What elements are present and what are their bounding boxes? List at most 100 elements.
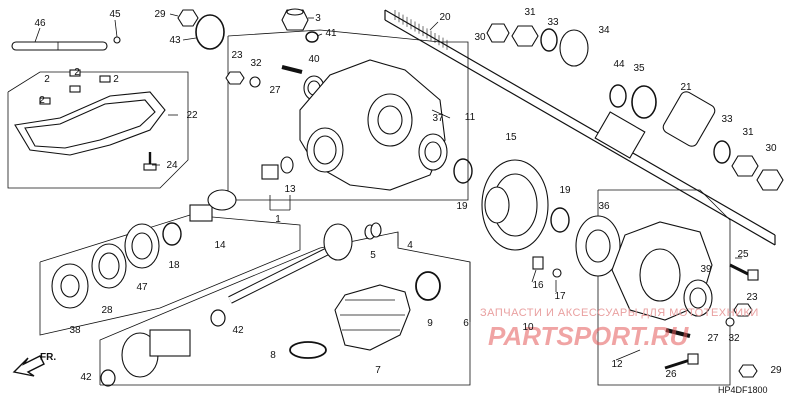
bearing-36 [575, 215, 621, 277]
rubber-2c [99, 75, 111, 83]
axle-shaft [384, 9, 776, 246]
seal-39 [683, 279, 713, 317]
part-label-l22: 22 [186, 110, 198, 121]
washer-17 [552, 268, 562, 278]
part-label-l45: 45 [109, 9, 121, 20]
part-label-l31a: 31 [524, 7, 536, 18]
nut-31a [511, 25, 539, 47]
front-direction-label: FR. [40, 352, 56, 363]
bolt-26 [664, 353, 699, 370]
part-label-l32b: 32 [728, 333, 740, 344]
part-label-l4: 4 [407, 240, 413, 251]
part-label-l2a: 2 [44, 74, 50, 85]
leader-lines [34, 13, 742, 361]
part-label-l41: 41 [325, 28, 337, 39]
part-label-l46: 46 [34, 18, 46, 29]
bearing-47 [124, 223, 160, 269]
part-label-l27b: 27 [707, 333, 719, 344]
box-cover-right-group [597, 189, 731, 386]
front-direction-arrow-icon [12, 355, 45, 377]
band-9 [415, 271, 441, 301]
part-label-l5: 5 [370, 250, 376, 261]
part-label-l39: 39 [700, 264, 712, 275]
nut-23-top [225, 71, 245, 85]
part-label-l9: 9 [427, 318, 433, 329]
part-label-l31b: 31 [742, 127, 754, 138]
washer-33b [713, 140, 731, 164]
part-label-l2b: 2 [74, 67, 80, 78]
washer-35 [631, 85, 657, 119]
stud-27-right [665, 328, 691, 338]
part-label-l28: 28 [101, 305, 113, 316]
part-label-l3: 3 [315, 13, 321, 24]
part-label-l30b: 30 [765, 143, 777, 154]
shaft-4 [228, 223, 353, 304]
boot-7 [334, 284, 411, 351]
washer-34 [559, 29, 589, 67]
bolt-25 [729, 263, 759, 281]
part-label-l23b: 23 [746, 292, 758, 303]
part-label-l13: 13 [284, 184, 296, 195]
part-label-l29b: 29 [770, 365, 782, 376]
part-label-l42b: 42 [80, 372, 92, 383]
part-label-l19a: 19 [456, 201, 468, 212]
part-label-l20: 20 [439, 12, 451, 23]
circlip-44 [609, 84, 627, 108]
circlip-42b [100, 369, 116, 387]
stud-27-top [281, 65, 303, 74]
part-label-l16: 16 [532, 280, 544, 291]
part-label-l47: 47 [136, 282, 148, 293]
diagram-code: HP4DF1800 [718, 385, 768, 395]
part-label-l26: 26 [665, 369, 677, 380]
part-label-l8: 8 [270, 350, 276, 361]
part-label-l44: 44 [613, 59, 625, 70]
watermark-subtitle: ЗАПЧАСТИ И АКСЕССУАРЫ ДЛЯ МОТОТЕХНИКИ [480, 307, 759, 319]
part-label-l35: 35 [633, 63, 645, 74]
part-label-l18: 18 [168, 260, 180, 271]
rubber-2b [69, 85, 81, 93]
nut-30a [486, 23, 510, 43]
part-label-l38: 38 [69, 325, 81, 336]
nut-23-right [733, 303, 753, 317]
rubber-2d [69, 69, 81, 77]
part-label-l24: 24 [166, 160, 178, 171]
ring-gear-15 [481, 159, 549, 251]
part-label-l30a: 30 [474, 32, 486, 43]
seal-38 [51, 263, 89, 309]
part-label-l10: 10 [522, 322, 534, 333]
part-label-l43: 43 [169, 35, 181, 46]
hose-46 [11, 41, 108, 51]
part-label-l25: 25 [737, 249, 749, 260]
part-label-l2c: 2 [113, 74, 119, 85]
washer-32-top [249, 76, 261, 88]
part-label-l32a: 32 [250, 58, 262, 69]
o-ring-43 [195, 14, 225, 50]
o-ring-41 [305, 31, 319, 43]
shim-19a [453, 158, 473, 184]
box-cover-group [7, 71, 189, 189]
part-label-l34: 34 [598, 25, 610, 36]
u-joint [121, 329, 191, 378]
part-label-l36: 36 [598, 201, 610, 212]
pinion-14 [189, 189, 237, 222]
circlip-18 [162, 222, 182, 246]
plug-16 [532, 256, 544, 270]
part-label-l19b: 19 [559, 185, 571, 196]
spacer-21 [662, 91, 716, 147]
part-label-l37: 37 [432, 113, 444, 124]
circlip-42a [210, 309, 226, 327]
part-label-l6: 6 [463, 318, 469, 329]
part-label-l33a: 33 [547, 17, 559, 28]
bearing-37 [418, 133, 448, 171]
part-label-l29a: 29 [154, 9, 166, 20]
nut-29-bottom [738, 364, 758, 378]
part-label-l17: 17 [554, 291, 566, 302]
part-label-l14: 14 [214, 240, 226, 251]
part-label-l21: 21 [680, 82, 692, 93]
part-label-l33b: 33 [721, 114, 733, 125]
spring-5 [364, 222, 382, 240]
cover-22 [14, 91, 166, 156]
washer-32-right [725, 317, 735, 327]
